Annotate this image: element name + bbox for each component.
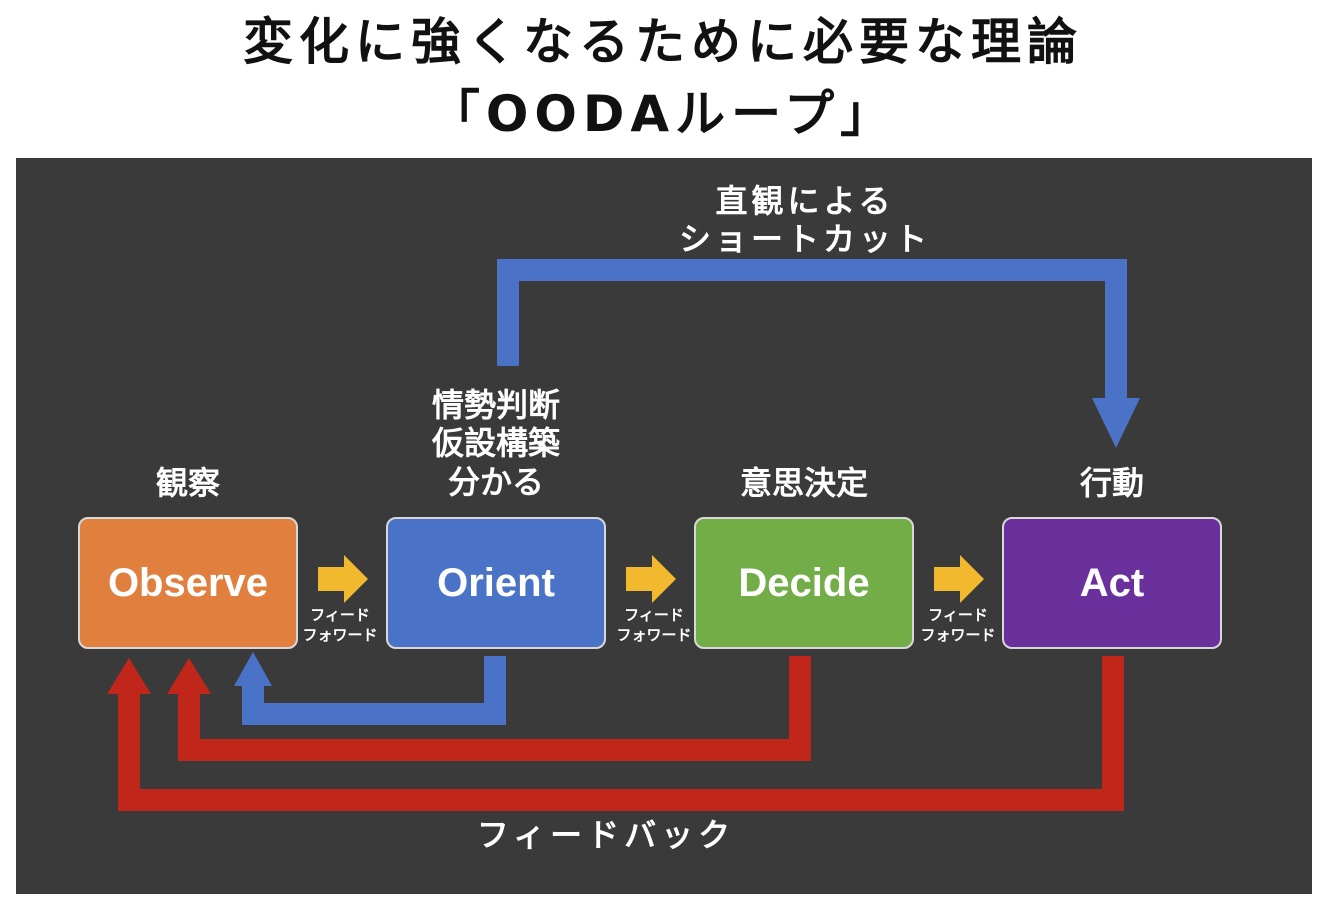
- orient-label: 情勢判断 仮設構築 分かる: [396, 386, 596, 501]
- observe-label: 観察: [155, 464, 220, 502]
- orient-label-line1: 情勢判断: [431, 386, 560, 424]
- feed-forward-label-3: フィード フォワード: [912, 606, 1004, 645]
- feed-forward-label-2: フィード フォワード: [608, 606, 700, 645]
- feed-forward-label-2-line2: フォワード: [616, 625, 692, 644]
- feed-forward-arrow-2: [626, 555, 676, 603]
- feedback-arrow-decide: [167, 656, 811, 761]
- ooda-diagram-panel: Observe Orient Decide Act 観察 情勢判断 仮設構築 分…: [16, 158, 1312, 894]
- act-box: Act: [1002, 517, 1222, 649]
- page-title-line2: 「OODAループ」: [429, 85, 897, 143]
- shortcut-label: 直観による ショートカット: [640, 182, 970, 259]
- shortcut-label-line1: 直観による: [715, 182, 895, 220]
- feed-forward-label-3-line2: フォワード: [920, 625, 996, 644]
- orient-box: Orient: [386, 517, 606, 649]
- feedback-arrow-orient: [234, 652, 506, 725]
- feed-forward-label-1-line2: フォワード: [302, 625, 378, 644]
- feed-forward-arrow-3: [934, 555, 984, 603]
- feed-forward-label-1: フィード フォワード: [294, 606, 386, 645]
- feedback-label: フィードバック: [476, 816, 736, 854]
- feed-forward-arrow-1: [318, 555, 368, 603]
- page-title-line1: 変化に強くなるために必要な理論: [243, 13, 1083, 71]
- shortcut-label-line2: ショートカット: [678, 220, 931, 259]
- orient-label-line3: 分かる: [447, 462, 544, 501]
- feedback-arrow-act: [107, 656, 1124, 811]
- shortcut-arrow: [497, 259, 1140, 448]
- decide-box: Decide: [694, 517, 914, 649]
- act-label: 行動: [1079, 464, 1144, 502]
- feed-forward-label-3-line1: フィード: [928, 606, 988, 624]
- decide-label: 意思決定: [739, 464, 868, 502]
- feed-forward-label-1-line1: フィード: [310, 606, 370, 624]
- orient-label-line2: 仮設構築: [431, 424, 560, 463]
- observe-box: Observe: [78, 517, 298, 649]
- feed-forward-label-2-line1: フィード: [624, 606, 684, 624]
- arrow-layer: [107, 259, 1140, 811]
